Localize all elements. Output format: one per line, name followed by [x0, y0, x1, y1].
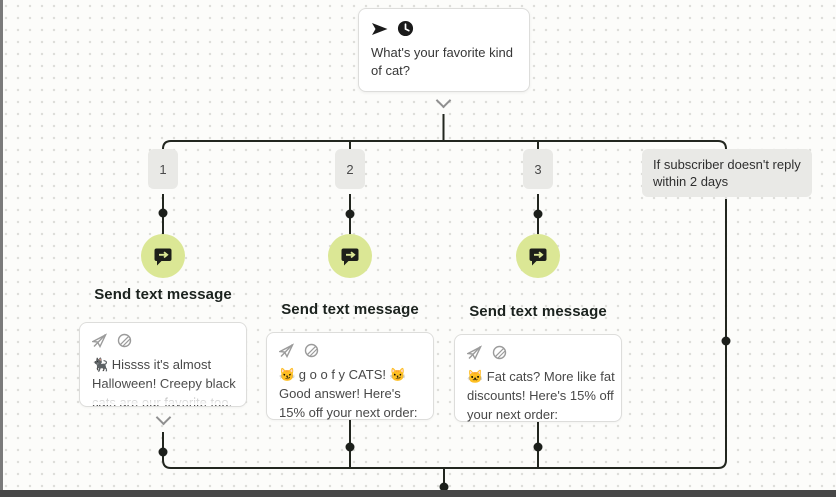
media-slash-icon — [492, 345, 507, 360]
send-slash-icon — [92, 333, 107, 348]
no-reply-line: If subscriber doesn't reply — [653, 157, 801, 172]
branch-label-2: 2 — [335, 149, 365, 189]
message-card-icons — [279, 343, 421, 358]
message-line: Good answer! Here's — [279, 386, 401, 401]
message-preview-text: 😼 g o o f y CATS! 😼 Good answer! Here's … — [279, 365, 421, 422]
chat-arrow-icon — [529, 248, 547, 266]
message-line: discounts! Here's 15% off — [467, 388, 614, 403]
message-card-3[interactable]: 🐱 Fat cats? More like fat discounts! Her… — [454, 334, 622, 422]
connection-dot[interactable] — [533, 442, 543, 452]
message-card-1[interactable]: 🐈‍⬛ Hissss it's almost Halloween! Creepy… — [79, 322, 247, 407]
connection-dot[interactable] — [158, 208, 168, 218]
connection-dot[interactable] — [345, 442, 355, 452]
connection-dot[interactable] — [158, 447, 168, 457]
chat-arrow-icon — [341, 248, 359, 266]
trigger-message-line: of cat? — [371, 63, 411, 78]
connection-dot[interactable] — [721, 336, 731, 346]
connector-merge-rail — [162, 199, 727, 469]
media-slash-icon — [117, 333, 132, 348]
message-card-icons — [467, 345, 609, 360]
step-title: Send text message — [469, 303, 607, 320]
message-line: 🐱 Fat cats? More like fat — [467, 369, 615, 384]
connection-dot[interactable] — [533, 209, 543, 219]
chat-arrow-icon — [154, 248, 172, 266]
branch-label-3: 3 — [523, 149, 553, 189]
message-line: your next order: — [467, 407, 559, 422]
message-line: 15% off your next order: — [279, 405, 418, 420]
message-line: 🐈‍⬛ Hissss it's almost — [92, 357, 212, 372]
media-slash-icon — [304, 343, 319, 358]
text-fade-overlay — [81, 385, 245, 405]
send-text-step-icon[interactable] — [516, 234, 560, 278]
send-text-step-icon[interactable] — [141, 234, 185, 278]
trigger-node-icons — [371, 20, 529, 37]
connection-dot[interactable] — [345, 209, 355, 219]
canvas-bottom-edge — [0, 490, 836, 497]
send-slash-icon — [279, 343, 294, 358]
message-card-2[interactable]: 😼 g o o f y CATS! 😼 Good answer! Here's … — [266, 332, 434, 420]
connection-dot[interactable] — [439, 482, 449, 492]
no-reply-line: within 2 days — [653, 174, 729, 189]
branch-label-1: 1 — [148, 149, 178, 189]
message-preview-text: 🐱 Fat cats? More like fat discounts! Her… — [467, 367, 615, 424]
no-reply-branch-label: If subscriber doesn't reply within 2 day… — [642, 149, 812, 197]
message-card-icons — [92, 333, 234, 348]
step-title: Send text message — [94, 286, 232, 303]
trigger-node-card[interactable]: What's your favorite kind of cat? — [358, 8, 530, 92]
canvas-left-edge — [0, 0, 3, 497]
send-text-step-icon[interactable] — [328, 234, 372, 278]
connector-top-rail — [162, 140, 727, 150]
message-line: 😼 g o o f y CATS! 😼 — [279, 367, 406, 382]
send-slash-icon — [467, 345, 482, 360]
trigger-message-text: What's your favorite kind of cat? — [371, 44, 529, 80]
step-title: Send text message — [281, 301, 419, 318]
trigger-message-line: What's your favorite kind — [371, 45, 513, 60]
clock-icon — [397, 20, 414, 37]
send-icon — [372, 22, 388, 35]
